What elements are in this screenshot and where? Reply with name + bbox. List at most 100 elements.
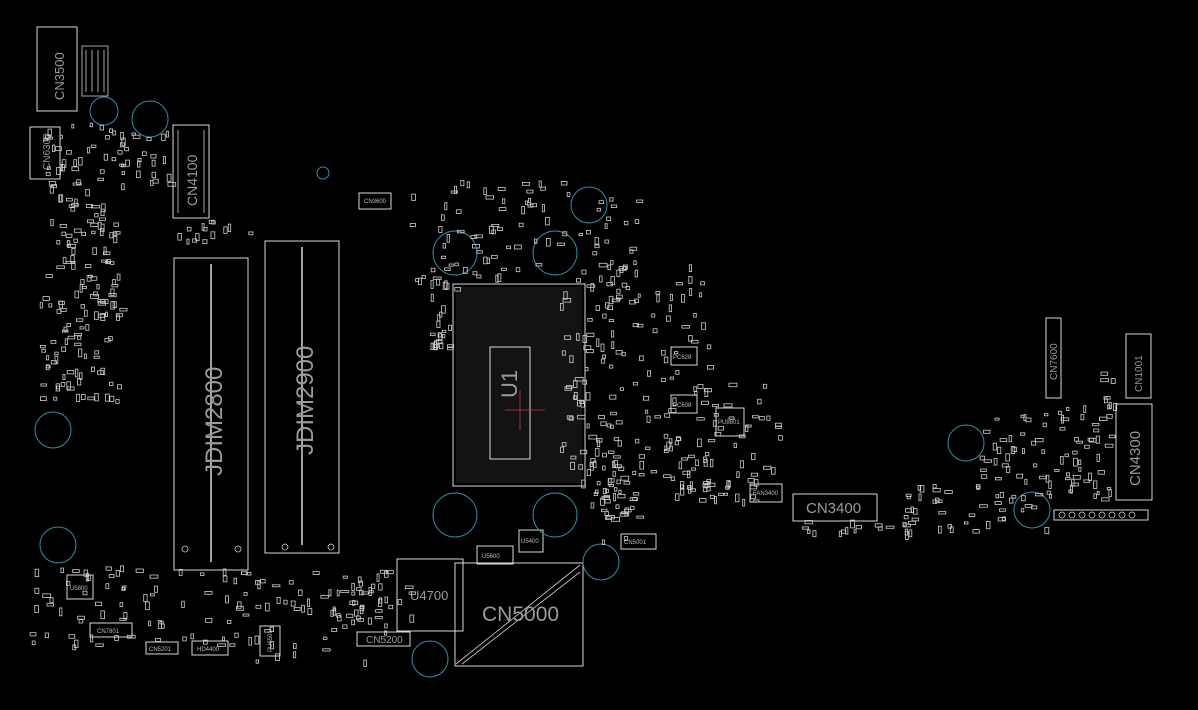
smd-pad <box>152 178 159 184</box>
pu8601-label: PU8601 <box>718 420 740 426</box>
smd-pad <box>113 231 118 237</box>
cn6300-label: CN6300 <box>42 133 53 170</box>
smd-pad <box>635 438 640 444</box>
smd-pad <box>486 257 490 265</box>
cpu-u1[interactable]: U1 <box>452 283 586 487</box>
smd-pad <box>60 567 64 573</box>
connector-cn5201[interactable]: CN5201 <box>145 641 179 655</box>
smd-pad <box>495 274 499 283</box>
smd-pad <box>1060 417 1070 422</box>
smd-pad <box>56 309 62 314</box>
smd-pad <box>112 130 116 136</box>
smd-pad <box>606 216 612 221</box>
smd-pad <box>108 292 117 298</box>
smd-pad <box>560 446 564 453</box>
connector-cn6300[interactable]: CN6300 <box>29 126 61 180</box>
connector-fan3400[interactable]: FAN3400 <box>749 483 783 503</box>
smd-pad <box>476 250 483 254</box>
chip-pc628[interactable]: PC628 <box>670 346 698 366</box>
smd-pad <box>121 183 125 191</box>
smd-pad <box>100 610 105 620</box>
smd-pad <box>472 271 478 276</box>
chip-u5400[interactable]: U5400 <box>518 529 544 553</box>
connector-cn4100[interactable]: CN4100 <box>172 124 210 219</box>
smd-pad <box>1104 443 1114 448</box>
smd-pad <box>687 485 692 490</box>
smd-pad <box>93 291 98 297</box>
smd-pad <box>1035 493 1044 497</box>
smd-pad <box>210 231 216 240</box>
smd-pad <box>812 530 817 538</box>
chip-pu6501[interactable]: PU6501 <box>259 625 281 657</box>
smd-pad <box>778 435 783 441</box>
smd-pad <box>1016 473 1024 479</box>
smd-pad <box>72 569 80 573</box>
smd-pad <box>687 454 695 459</box>
connector-cn1001[interactable]: CN1001 <box>1125 333 1152 399</box>
smd-pad <box>370 583 376 590</box>
smd-pad <box>932 499 938 504</box>
smd-pad <box>132 134 141 139</box>
smd-pad <box>707 365 714 370</box>
smd-pad <box>578 464 583 470</box>
connector-cn4300[interactable]: CN4300 <box>1115 403 1153 501</box>
smd-pad <box>124 147 129 152</box>
connector-cn7600[interactable]: CN7600 <box>1045 317 1062 399</box>
smd-pad <box>201 223 205 231</box>
smd-pad <box>312 571 320 575</box>
smd-pad <box>911 517 920 522</box>
chip-pc608[interactable]: PC608 <box>670 394 698 414</box>
smd-pad <box>600 497 605 506</box>
smd-pad <box>541 204 545 213</box>
smd-pad <box>1011 494 1017 499</box>
connector-cn3500[interactable]: CN3500 <box>36 26 78 112</box>
smd-pad <box>1044 413 1049 417</box>
smd-pad <box>576 278 582 283</box>
smd-pad <box>535 263 543 267</box>
smd-pad <box>997 446 1002 455</box>
chip-u4700[interactable]: U4700 <box>396 558 464 632</box>
smd-pad <box>521 206 526 215</box>
smd-pad <box>227 223 232 232</box>
smd-pad <box>357 576 362 583</box>
smd-pad <box>50 339 57 344</box>
connector-cn5001[interactable]: CN5001 <box>620 533 657 550</box>
smd-pad <box>579 399 584 405</box>
smd-pad <box>902 522 907 527</box>
smd-pad <box>754 478 759 487</box>
connector-cn3400[interactable]: CN3400 <box>792 493 878 522</box>
smd-pad <box>85 189 90 197</box>
connector-cn7801[interactable]: CN7801 <box>89 622 133 638</box>
chip-u5600[interactable]: U5600 <box>476 545 514 565</box>
smd-pad <box>264 629 272 633</box>
connector-cn5000[interactable]: CN5000 <box>454 562 584 667</box>
smd-pad <box>586 284 596 288</box>
smd-pad <box>801 526 810 530</box>
smd-pad <box>43 138 49 142</box>
smd-pad <box>938 525 942 534</box>
smd-pad <box>598 262 608 268</box>
smd-pad <box>76 393 81 402</box>
smd-pad <box>624 508 632 513</box>
dimm-slot-jdim2900[interactable]: JDIM2900 <box>264 240 340 554</box>
chip-u5800[interactable]: U5800 <box>66 574 94 600</box>
smd-pad <box>596 207 601 212</box>
smd-pad <box>601 539 605 546</box>
connector-cn5200[interactable]: CN5200 <box>356 631 411 647</box>
dimm-slot-jdim2800[interactable]: JDIM2800 <box>173 257 249 571</box>
chip-pu8601[interactable]: PU8601 <box>715 407 745 437</box>
smd-pad <box>90 144 97 148</box>
smd-pad <box>675 370 680 375</box>
smd-pad <box>55 146 62 151</box>
smd-pad <box>1012 446 1017 452</box>
connector-cn3600[interactable]: CN3600 <box>358 192 392 210</box>
smd-pad <box>763 465 772 470</box>
smd-pad <box>602 487 607 495</box>
smd-pad <box>717 425 724 431</box>
smd-pad <box>421 275 426 279</box>
smd-pad <box>723 403 733 408</box>
smd-pad <box>675 282 683 286</box>
smd-pad <box>444 267 451 271</box>
chip-hd4400[interactable]: HD4400 <box>191 640 229 656</box>
smd-pad <box>276 597 281 604</box>
